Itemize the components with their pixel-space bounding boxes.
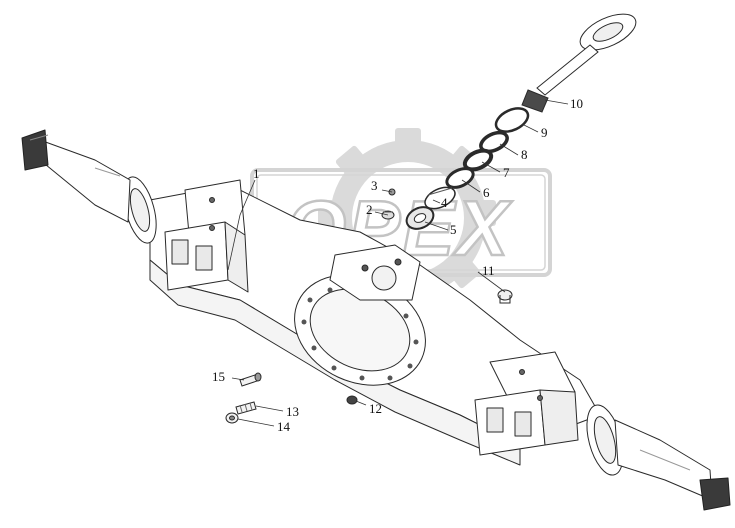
part-11-breather — [497, 289, 513, 304]
part-10-drive-shaft — [521, 13, 637, 113]
axle-housing — [21, 129, 731, 511]
callout-1: 1 — [253, 166, 260, 181]
part-8-ring — [479, 130, 509, 154]
callout-labels: 1 2 3 4 5 6 7 8 9 10 11 12 13 14 15 — [212, 96, 583, 434]
exploded-parts — [225, 13, 637, 424]
callout-15: 15 — [212, 369, 225, 384]
callout-11: 11 — [482, 263, 495, 278]
right-spring-seat — [474, 351, 579, 456]
callout-6: 6 — [483, 185, 490, 200]
callout-4: 4 — [441, 195, 448, 210]
leader-10 — [544, 99, 569, 105]
callout-14: 14 — [277, 419, 291, 434]
part-12-plug — [346, 395, 358, 405]
leader-9 — [521, 123, 539, 133]
part-4-bearing — [424, 186, 456, 210]
leader-12 — [355, 400, 367, 406]
part-9-bearing — [494, 107, 530, 133]
leader-lines — [227, 99, 569, 427]
leader-5 — [424, 221, 449, 231]
callout-2: 2 — [366, 202, 373, 217]
leader-1 — [227, 179, 256, 271]
left-spring-seat — [164, 179, 249, 293]
callout-5: 5 — [450, 222, 457, 237]
part-15-stud — [239, 372, 262, 387]
part-5-bearing-cage — [405, 206, 435, 230]
leader-2 — [374, 211, 389, 216]
callout-10: 10 — [570, 96, 583, 111]
part-13-bolt — [235, 401, 257, 415]
leader-14 — [237, 418, 275, 427]
right-spindle — [586, 404, 731, 511]
leader-4 — [432, 199, 441, 204]
leader-8 — [499, 143, 519, 156]
leader-15 — [231, 377, 245, 381]
callout-13: 13 — [286, 404, 299, 419]
differential-banjo — [294, 244, 426, 386]
callout-8: 8 — [521, 147, 528, 162]
callout-12: 12 — [369, 401, 382, 416]
left-spindle — [21, 129, 157, 244]
leader-13 — [255, 405, 284, 412]
callout-7: 7 — [503, 165, 510, 180]
leader-11 — [477, 271, 506, 293]
callout-3: 3 — [371, 178, 378, 193]
part-7-ring — [462, 148, 494, 172]
leader-3 — [381, 189, 393, 193]
part-14-washer — [225, 412, 239, 424]
leader-7 — [481, 161, 501, 173]
leader-6 — [461, 179, 481, 193]
callout-9: 9 — [541, 125, 548, 140]
